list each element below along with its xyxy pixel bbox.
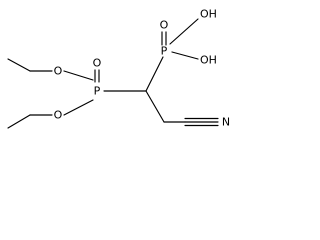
- atom-o-double-right: O: [160, 19, 169, 32]
- atom-o-ester-bottom: O: [54, 109, 63, 122]
- bond-p-oh-bottom: [171, 51, 199, 60]
- structural-formula: O O P O P O OH OH N: [7, 8, 230, 129]
- atom-oh-top: OH: [200, 8, 217, 21]
- bond-p-oh-top: [169, 18, 199, 45]
- atom-oh-bottom: OH: [200, 54, 217, 67]
- atom-o-ester-top: O: [54, 65, 63, 78]
- bond-ethyl-upper-cc: [7, 58, 31, 72]
- atom-p-right: P: [161, 45, 168, 58]
- bond-o-p-lower: [63, 99, 94, 116]
- bond-o-p-upper: [63, 70, 94, 81]
- atom-o-double-left: O: [93, 57, 102, 70]
- atom-n-nitrile: N: [222, 116, 230, 129]
- bond-c-p-right: [145, 56, 164, 92]
- bond-c-ch2: [145, 90, 165, 123]
- atom-p-left: P: [94, 85, 101, 98]
- bond-ethyl-lower-cc: [7, 114, 31, 129]
